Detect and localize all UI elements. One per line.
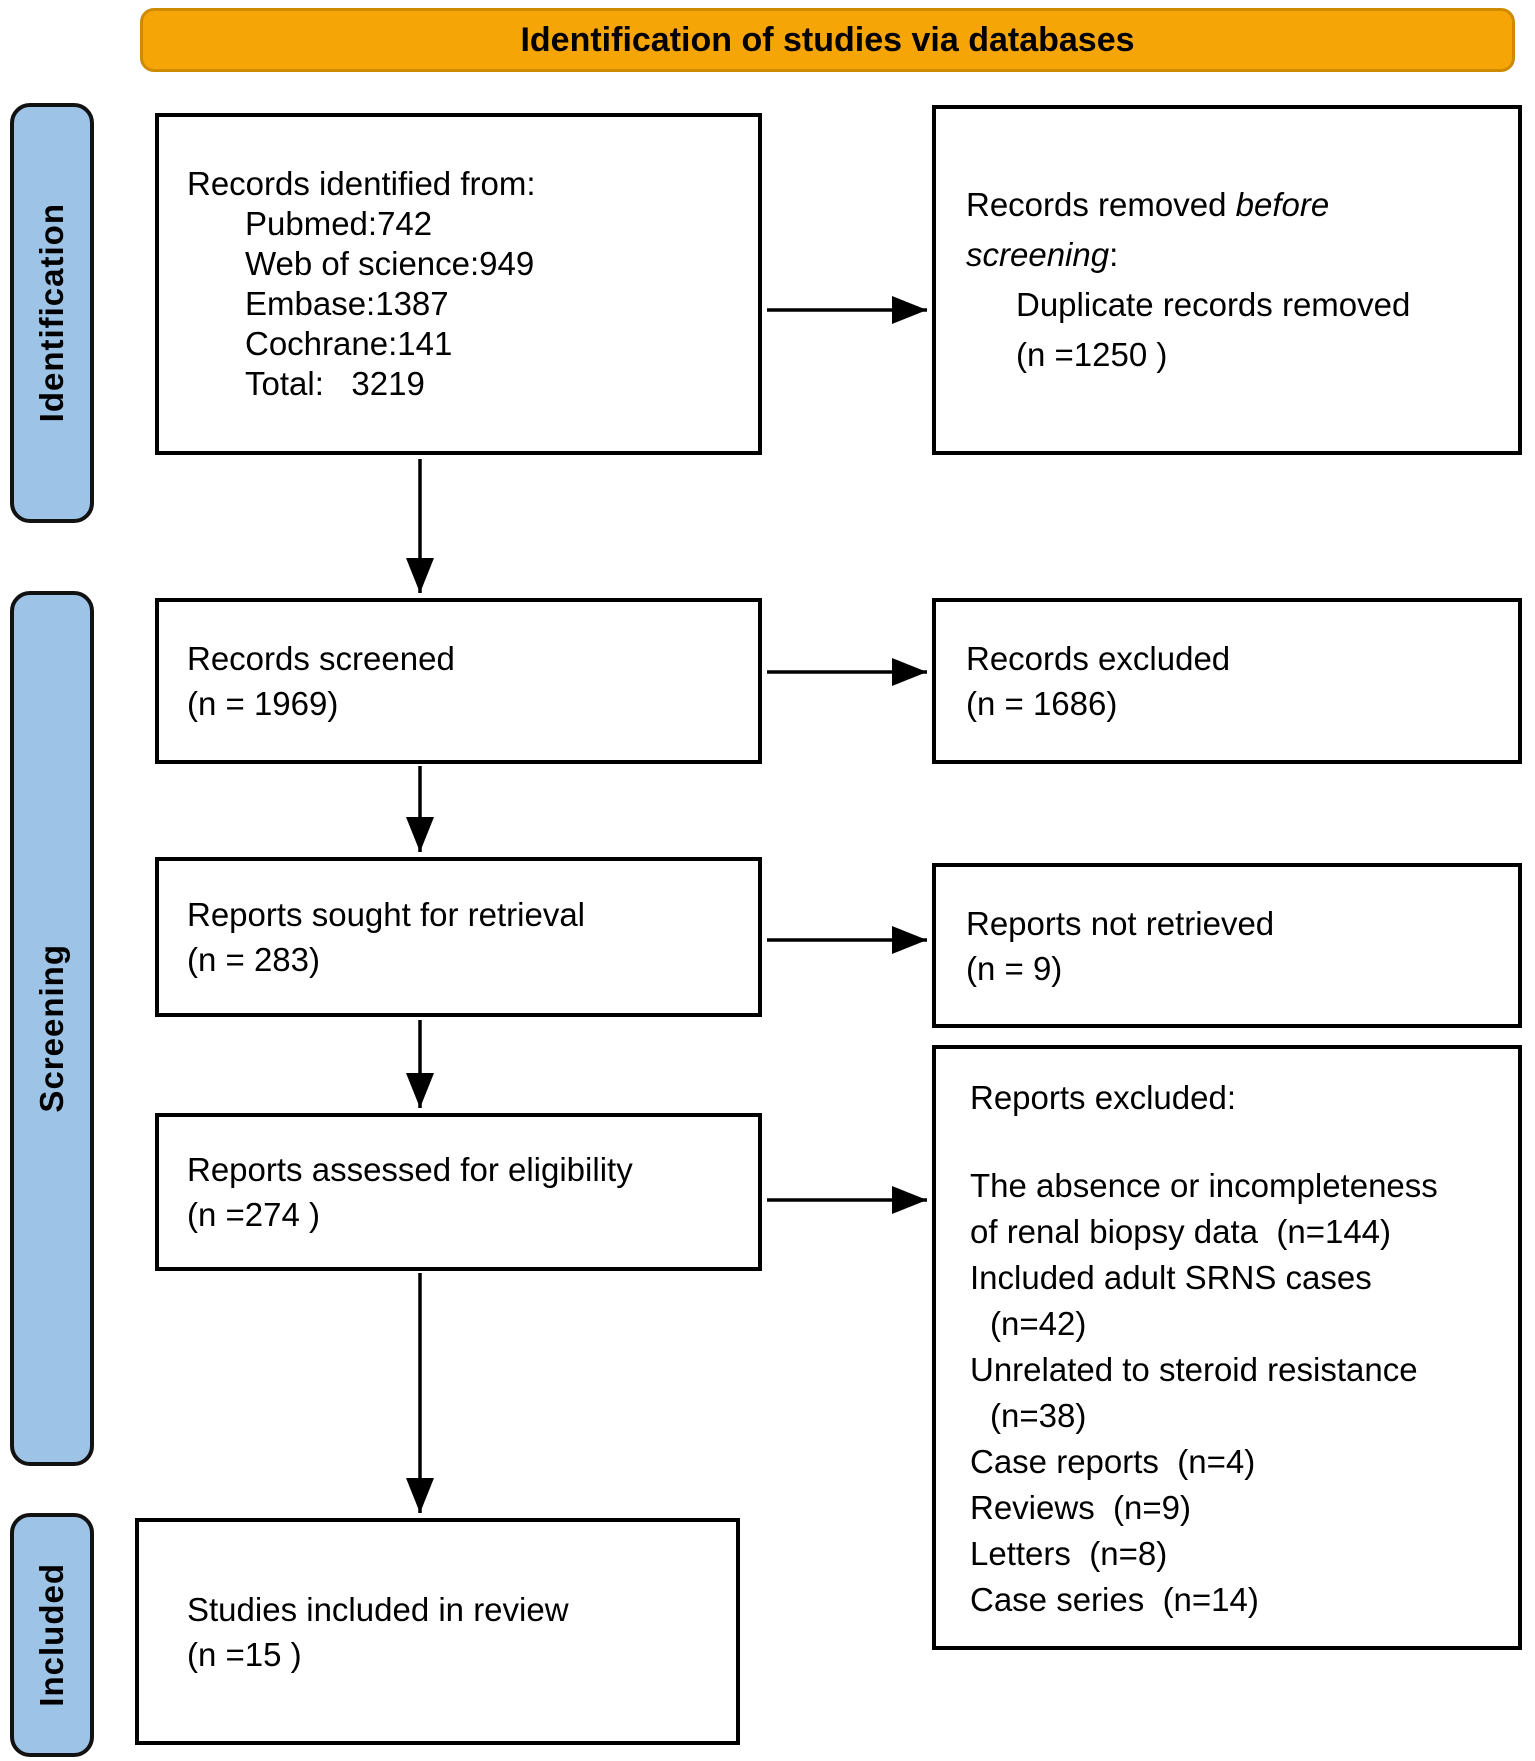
records-removed-screening: screening — [966, 236, 1110, 273]
reason-case-reports: Case reports (n=4) — [970, 1443, 1256, 1480]
source-total: Total: 3219 — [245, 365, 425, 402]
box-records-screened: Records screened (n = 1969) — [155, 598, 762, 764]
records-removed-prefix: Records removed — [966, 186, 1236, 223]
reports-assessed-title: Reports assessed for eligibility — [187, 1151, 633, 1188]
records-removed-line2: screening: — [966, 230, 1518, 280]
studies-included-count: (n =15 ) — [187, 1635, 302, 1673]
records-removed-line1: Records removed before — [966, 180, 1518, 230]
reason-unrelated-steroid: Unrelated to steroid resistance — [970, 1351, 1418, 1388]
diagram-title: Identification of studies via databases — [520, 20, 1135, 59]
duplicate-records-label: Duplicate records removed — [1016, 286, 1411, 323]
reason-biopsy-line1: The absence or incompleteness — [970, 1167, 1438, 1204]
stage-label-included-text: Included — [33, 1563, 70, 1707]
source-pubmed: Pubmed:742 — [245, 205, 433, 242]
box-reports-assessed: Reports assessed for eligibility (n =274… — [155, 1113, 762, 1271]
records-removed-before: before — [1235, 186, 1330, 223]
reason-biopsy-line2: of renal biopsy data (n=144) — [970, 1213, 1392, 1250]
source-cochrane: Cochrane:141 — [245, 325, 453, 362]
reason-reviews: Reviews (n=9) — [970, 1489, 1191, 1526]
box-studies-included: Studies included in review (n =15 ) — [135, 1518, 740, 1745]
records-screened-title: Records screened — [187, 640, 455, 677]
source-embase: Embase:1387 — [245, 285, 449, 322]
reports-not-retrieved-count: (n = 9) — [966, 949, 1063, 987]
stage-label-identification-text: Identification — [33, 203, 70, 423]
studies-included-title: Studies included in review — [187, 1590, 569, 1628]
reports-not-retrieved-title: Reports not retrieved — [966, 904, 1275, 942]
stage-label-identification: Identification — [10, 103, 94, 523]
records-removed-colon: : — [1109, 236, 1119, 273]
reason-letters: Letters (n=8) — [970, 1535, 1168, 1572]
box-records-excluded: Records excluded (n = 1686) — [932, 598, 1522, 764]
records-screened-count: (n = 1969) — [187, 685, 339, 722]
duplicate-records-count: (n =1250 ) — [1016, 336, 1168, 373]
reason-unrelated-steroid-count: (n=38) — [990, 1397, 1087, 1434]
reason-adult-srns: Included adult SRNS cases — [970, 1259, 1372, 1296]
source-web-of-science: Web of science:949 — [245, 245, 535, 282]
stage-label-included: Included — [10, 1513, 94, 1757]
records-identified-title: Records identified from: — [187, 165, 536, 202]
box-reports-not-retrieved: Reports not retrieved (n = 9) — [932, 863, 1522, 1028]
reports-sought-title: Reports sought for retrieval — [187, 896, 586, 933]
box-records-identified: Records identified from: Pubmed:742 Web … — [155, 113, 762, 455]
reports-assessed-count: (n =274 ) — [187, 1196, 320, 1233]
reason-case-series: Case series (n=14) — [970, 1581, 1259, 1618]
diagram-header-banner: Identification of studies via databases — [140, 8, 1515, 72]
reports-sought-count: (n = 283) — [187, 941, 320, 978]
records-excluded-title: Records excluded — [966, 640, 1231, 677]
stage-label-screening-text: Screening — [33, 944, 70, 1113]
reason-adult-srns-count: (n=42) — [990, 1305, 1087, 1342]
stage-label-screening: Screening — [10, 591, 94, 1466]
records-excluded-count: (n = 1686) — [966, 685, 1118, 722]
box-records-removed: Records removed before screening: Duplic… — [932, 105, 1522, 455]
box-reports-excluded-reasons: Reports excluded: The absence or incompl… — [932, 1045, 1522, 1650]
box-reports-sought: Reports sought for retrieval (n = 283) — [155, 857, 762, 1017]
reports-excluded-title: Reports excluded: — [970, 1079, 1236, 1116]
